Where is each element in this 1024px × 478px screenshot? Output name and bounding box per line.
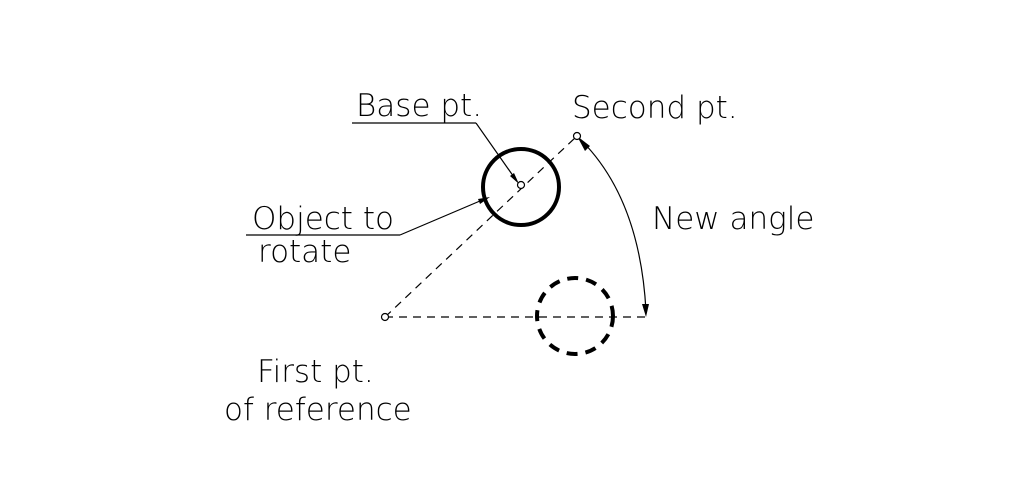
new-angle-label: New angle: [652, 201, 814, 237]
second-point-marker: [572, 131, 582, 141]
first-pt-label-line2: of reference: [224, 392, 412, 428]
arc-arrowhead-bottom: [642, 304, 649, 317]
object-leader-arrow: [478, 197, 490, 204]
arc-arrowhead-top: [577, 136, 590, 151]
first-point-marker: [380, 312, 390, 322]
object-label-line1: Object to: [252, 201, 394, 237]
new-angle-arc: [581, 140, 647, 312]
base-point-marker: [516, 180, 526, 190]
base-pt-leader-arrow: [510, 173, 519, 184]
object-label-line2: rotate: [258, 234, 351, 270]
rotated-object-circle: [535, 276, 615, 356]
object-leader: [399, 197, 488, 236]
reference-line: [384, 135, 578, 318]
object-circle: [481, 147, 561, 227]
second-pt-label: Second pt.: [572, 90, 738, 126]
base-pt-label: Base pt.: [356, 88, 482, 124]
first-pt-label-line1: First pt.: [257, 354, 374, 390]
base-pt-leader: [475, 122, 517, 181]
